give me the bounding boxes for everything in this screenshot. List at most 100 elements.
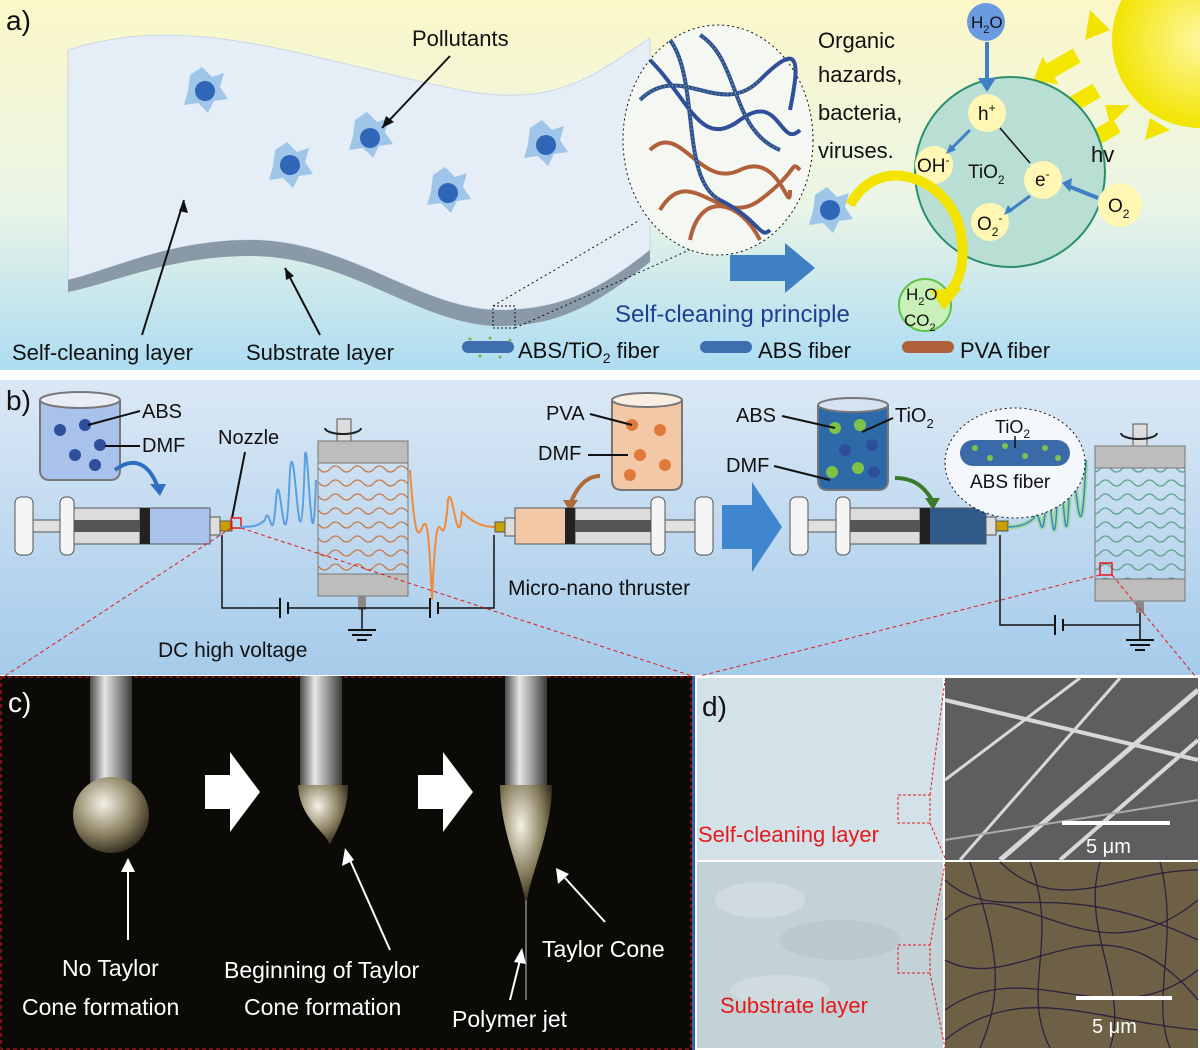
pointer-line — [861, 417, 894, 433]
progress-arrow-icon — [205, 752, 260, 832]
pollutant-icon — [349, 112, 393, 158]
zoom-guide — [929, 822, 946, 859]
collector-drum-right — [1094, 423, 1186, 613]
arrowhead — [925, 498, 940, 510]
superoxide-label: O2- — [977, 211, 1002, 239]
pollutant-icon — [269, 142, 313, 188]
legend-abs-tio2: ABS/TiO2 fiber — [518, 338, 659, 366]
self-cleaning-layer-label: Self-cleaning layer — [12, 340, 193, 365]
arrowhead — [150, 484, 166, 496]
arrow — [948, 128, 972, 152]
needle-2 — [300, 676, 342, 786]
scale-label-bottom: 5 μm — [1092, 1016, 1137, 1038]
substrate-zoom-box — [897, 944, 931, 974]
legend-abs: ABS fiber — [758, 338, 851, 363]
beaker-abs-icon — [39, 391, 121, 481]
pollutants-label: Pollutants — [412, 26, 509, 51]
blue-jet — [239, 451, 317, 528]
self-cleaning-arrow — [141, 199, 185, 336]
pour-arrow-icon — [113, 460, 160, 489]
arrowhead — [1062, 178, 1072, 192]
legend: ABS/TiO2 fiber ABS fiber PVA fiber — [462, 336, 1050, 366]
inset-abs-fiber-label: ABS fiber — [970, 472, 1051, 493]
oh-bubble — [915, 146, 953, 184]
arrow — [1067, 184, 1099, 200]
scale-bar-bottom — [1076, 996, 1172, 1000]
legend-swatch-abs — [700, 341, 752, 353]
arrowhead — [382, 116, 394, 128]
pollutant-icon — [184, 67, 228, 113]
circuit-wire — [221, 535, 280, 609]
beginning-label-1: Beginning of Taylor — [224, 957, 420, 983]
self-cleaning-zoom-box — [897, 794, 931, 824]
electron-bubble — [1024, 161, 1062, 199]
h2o-bottom-label: H2O — [906, 285, 938, 308]
tio2-label: TiO2 — [968, 162, 1005, 187]
no-taylor-label-1: No Taylor — [62, 955, 159, 981]
organic-hazards-line: viruses. — [818, 138, 894, 163]
substrate-layer-label: Substrate layer — [246, 340, 394, 365]
abs-label-2: ABS — [736, 405, 776, 427]
panel-b-tag: b) — [6, 385, 31, 416]
legend-swatch-pva — [902, 341, 954, 353]
panel-d: d) Self-cleaning layer Substrate layer 5… — [692, 676, 1200, 1050]
polymer-jet-label: Polymer jet — [452, 1006, 568, 1032]
pointer-line — [509, 959, 521, 1001]
panel-a: a) Pollutants Self-cleaning layer Substr… — [0, 0, 1200, 370]
arrowhead — [930, 288, 962, 310]
pollutant-icon — [809, 187, 853, 233]
organic-hazards-line: hazards, — [818, 62, 902, 87]
h2o-bubble — [967, 3, 1005, 41]
h2o-top-label: H2O — [971, 13, 1003, 36]
degradation-arrow-icon — [845, 170, 968, 300]
organic-hazards-line: bacteria, — [818, 100, 902, 125]
sun-icon — [1085, 0, 1200, 140]
self-cleaning-photo — [697, 678, 943, 860]
o2-label: O2 — [1108, 196, 1130, 221]
tio2-particle — [914, 76, 1106, 268]
nozzle-zoom-box — [230, 517, 242, 529]
optical-fiber-mesh — [944, 861, 1199, 1049]
zoom-guide — [240, 527, 693, 677]
pollutants-arrow — [381, 55, 451, 129]
self-cleaning-photo-label: Self-cleaning layer — [698, 822, 879, 847]
orange-jet — [409, 469, 496, 601]
hv-label: hv — [1091, 142, 1114, 167]
pollutant-group — [184, 67, 853, 233]
substrate-texture — [715, 882, 900, 1005]
panel-d-divider — [692, 676, 695, 1050]
dmf-label-3: DMF — [726, 455, 769, 477]
beginning-label-2: Cone formation — [244, 994, 401, 1020]
organic-hazards-line: Organic — [818, 28, 895, 53]
substrate-arrow — [284, 267, 321, 336]
legend-pva: PVA fiber — [960, 338, 1050, 363]
pointer-line — [773, 465, 831, 481]
o2-bubble — [1098, 183, 1142, 227]
optical-image — [945, 862, 1198, 1048]
progress-arrow-icon — [418, 752, 473, 832]
droplet-2 — [298, 785, 348, 845]
syringe-middle-icon — [494, 496, 714, 556]
circuit-wire — [438, 535, 495, 609]
zoom-guide — [699, 574, 1101, 677]
fiber-zoom-box — [1099, 562, 1113, 576]
pollutant-icon — [524, 120, 568, 166]
panel-d-tag: d) — [702, 691, 727, 722]
pva-label: PVA — [546, 403, 585, 425]
scale-label-top: 5 μm — [1086, 836, 1131, 858]
process-arrow-icon — [730, 243, 815, 293]
dmf-label: DMF — [142, 435, 185, 457]
no-taylor-label-2: Cone formation — [22, 994, 179, 1020]
arrowhead — [121, 858, 135, 872]
zoom-line — [492, 219, 641, 307]
arrowhead — [342, 848, 354, 866]
zoom-guide — [929, 679, 946, 796]
syringe-right-icon — [789, 496, 1009, 556]
droplet-1 — [73, 777, 149, 853]
arrowhead — [946, 144, 956, 154]
inset-tio2-label: TiO2 — [995, 417, 1030, 441]
self-cleaning-principle-label: Self-cleaning principle — [615, 301, 850, 328]
panel-c-tag: c) — [8, 687, 31, 718]
panel-a-tag: a) — [6, 5, 31, 36]
